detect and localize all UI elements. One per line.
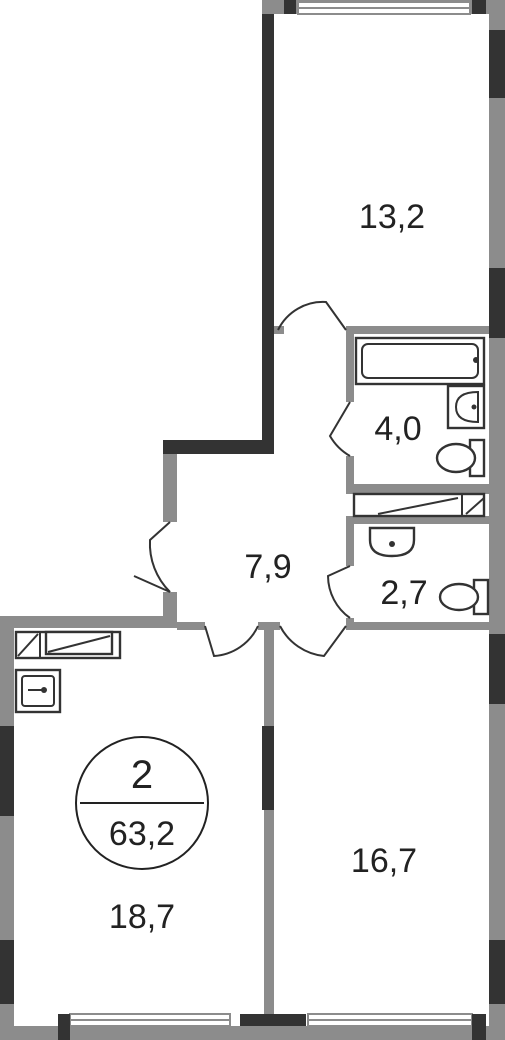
window-bedroom-bottom [307,1013,486,1040]
window-bedroom-top [284,0,486,15]
room-area-kitchen-living: 18,7 [109,898,175,936]
fixtures [14,336,490,714]
door-bedroom-bottom [279,625,347,658]
room-area-toilet: 2,7 [380,574,427,612]
doors [133,300,351,658]
room-area-bedroom-bottom: 16,7 [351,842,417,880]
door-hallway-left [133,521,171,593]
total-area: 63,2 [109,815,175,853]
room-area-hallway: 7,9 [244,548,291,586]
apartment-summary-badge: 2 63,2 [75,736,209,870]
room-labels: 13,2 4,0 7,9 2,7 18,7 16,7 [109,198,428,936]
door-bathroom [328,401,351,457]
room-area-bedroom-top: 13,2 [359,198,425,236]
toilet-sink-icon [368,526,416,558]
windows [58,0,486,1040]
room-area-bathroom: 4,0 [374,410,421,448]
door-kitchen [204,625,259,658]
door-toilet [326,565,351,619]
rooms-count: 2 [131,753,153,797]
sink-icon [446,384,486,430]
bathtub-icon [354,336,486,386]
window-kitchen [58,1013,231,1040]
toilet-icon [435,438,486,478]
kitchen-counter-icon [14,630,122,660]
door-bedroom-top [277,300,347,331]
toilet-room-toilet-icon [438,578,490,616]
kitchen-sink-icon [14,668,62,714]
washing-machine-icon [352,492,486,518]
